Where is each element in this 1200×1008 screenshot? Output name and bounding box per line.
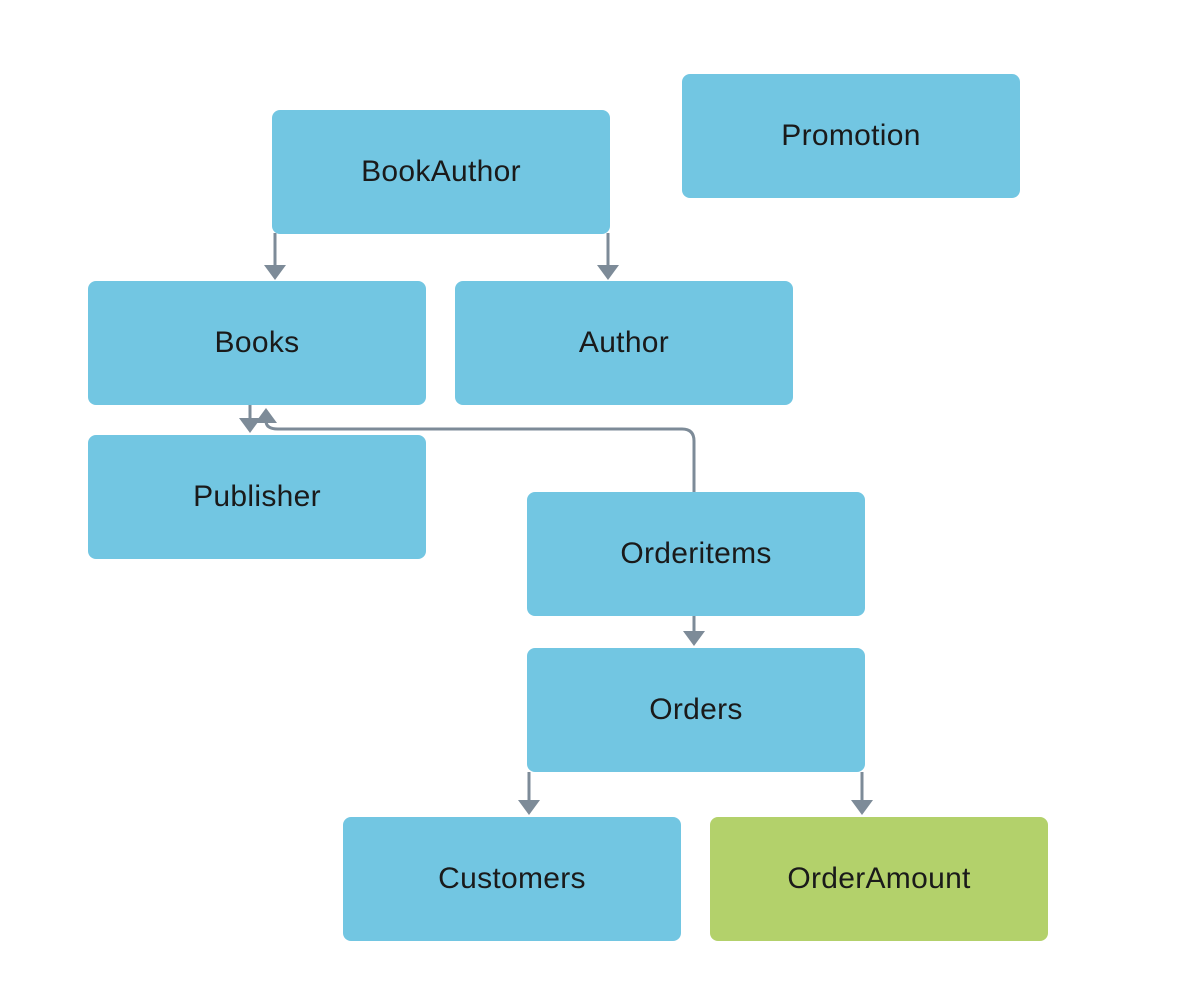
node-orderamount-label: OrderAmount bbox=[787, 862, 971, 895]
node-customers-label: Customers bbox=[438, 862, 586, 895]
node-promotion: Promotion bbox=[682, 74, 1020, 198]
edge-bookauthor-books bbox=[264, 233, 286, 280]
node-author-label: Author bbox=[578, 326, 670, 359]
node-promotion-label: Promotion bbox=[781, 119, 921, 152]
node-publisher-label: Publisher bbox=[193, 480, 321, 513]
edge-orders-orderamount bbox=[851, 772, 873, 815]
node-bookauthor-label: BookAuthor bbox=[361, 155, 521, 188]
node-orders: Orders bbox=[527, 648, 865, 772]
node-books-label: Books bbox=[214, 326, 300, 359]
node-orderitems-label: Orderitems bbox=[620, 537, 772, 570]
node-orders-label: Orders bbox=[649, 693, 743, 726]
node-orderitems: Orderitems bbox=[527, 492, 865, 616]
node-books: Books bbox=[88, 281, 426, 405]
node-publisher: Publisher bbox=[88, 435, 426, 559]
node-customers: Customers bbox=[343, 817, 681, 941]
edge-orderitems-orders bbox=[683, 616, 705, 646]
edge-orders-customers bbox=[518, 772, 540, 815]
edge-bookauthor-author bbox=[597, 233, 619, 280]
edge-books-publisher bbox=[239, 405, 261, 433]
node-orderamount: OrderAmount bbox=[710, 817, 1048, 941]
node-bookauthor: BookAuthor bbox=[272, 110, 610, 234]
node-author: Author bbox=[455, 281, 793, 405]
